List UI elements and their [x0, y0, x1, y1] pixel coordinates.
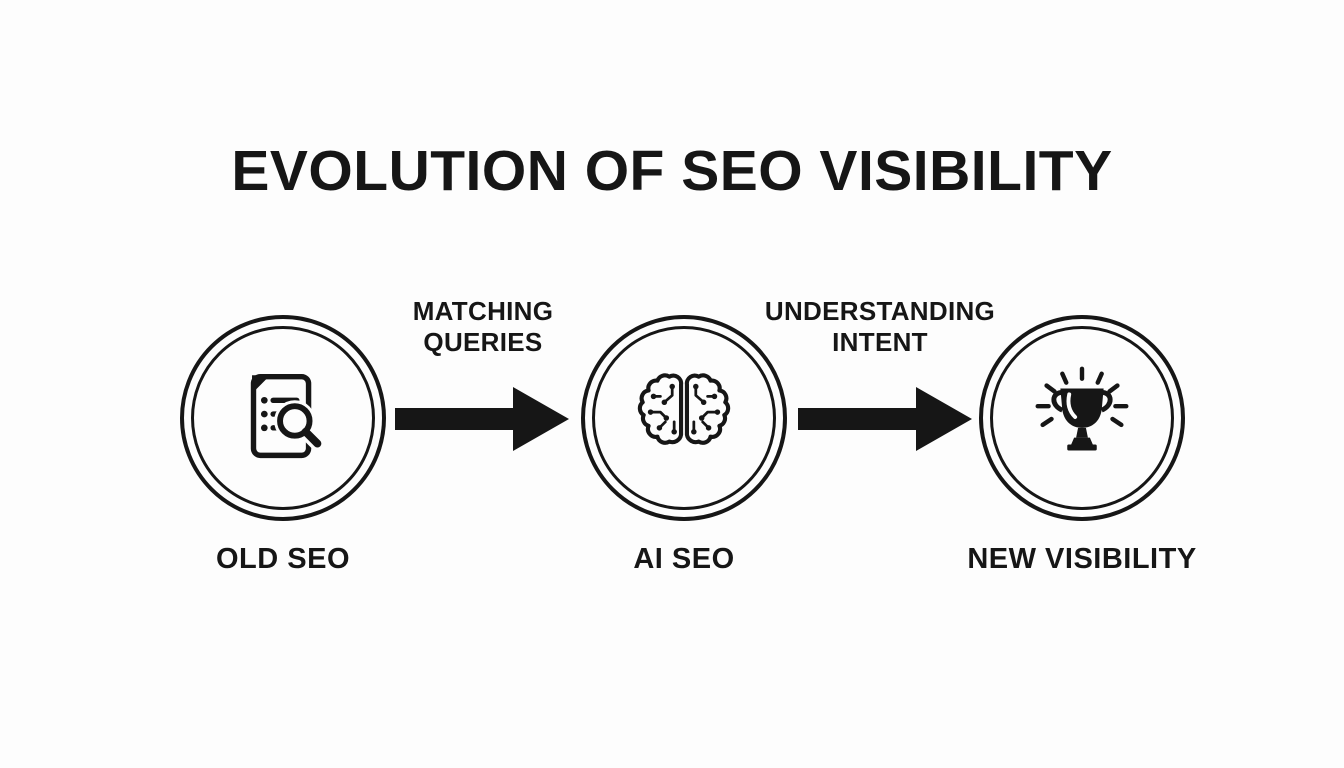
- arrow-right-icon: [798, 387, 972, 451]
- stage-label-ai-seo: AI SEO: [633, 543, 735, 575]
- circle-outer-ring: [581, 315, 787, 521]
- circle-outer-ring: [180, 315, 386, 521]
- ai-brain-icon: [637, 373, 731, 445]
- document-search-icon: [250, 373, 325, 459]
- stage-label-old-seo: OLD SEO: [215, 543, 350, 575]
- circle-outer-ring: [979, 315, 1185, 521]
- trophy-icon: [1035, 366, 1129, 451]
- transition-line1: MATCHING: [412, 296, 554, 326]
- transition-label-matching-queries: MATCHING QUERIES: [328, 296, 638, 358]
- stage-ai-seo: AI SEO: [581, 315, 787, 575]
- transition-label-understanding-intent: UNDERSTANDING INTENT: [725, 296, 1035, 358]
- transition-line2: QUERIES: [423, 327, 543, 357]
- stage-old-seo: OLD SEO: [180, 315, 386, 575]
- arrow-right-icon: [395, 387, 569, 451]
- page-title: EVOLUTION OF SEO VISIBILITY: [231, 139, 1113, 203]
- stage-new-visibility: NEW VISIBILITY: [967, 315, 1196, 575]
- transition-line1: UNDERSTANDING: [764, 296, 996, 326]
- circle-inner-ring: [592, 326, 776, 510]
- stage-label-new-visibility: NEW VISIBILITY: [967, 543, 1197, 575]
- transition-line2: INTENT: [832, 327, 928, 357]
- circle-inner-ring: [191, 326, 375, 510]
- circle-inner-ring: [990, 326, 1174, 510]
